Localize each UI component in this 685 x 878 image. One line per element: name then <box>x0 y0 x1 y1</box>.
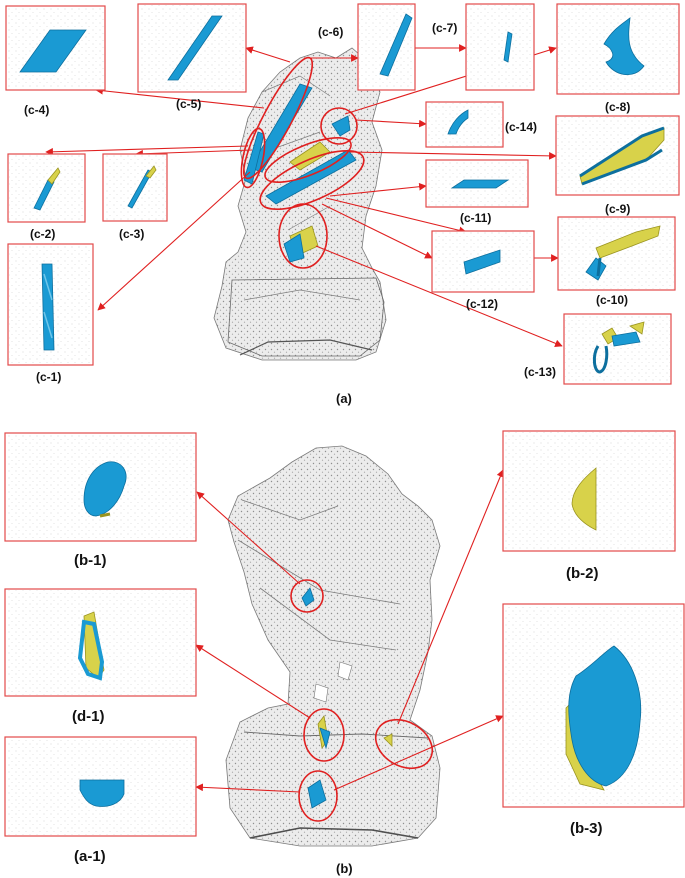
inset-a1 <box>4 736 197 837</box>
inset-c12 <box>431 230 535 293</box>
fracture-b2-on-model <box>383 733 393 747</box>
label-c5: (c-5) <box>176 97 201 111</box>
label-c11: (c-11) <box>460 211 491 225</box>
label-c7: (c-7) <box>432 21 457 35</box>
label-c4: (c-4) <box>24 103 49 117</box>
inset-c11 <box>425 159 529 208</box>
highlight-ellipse-d1 <box>303 708 345 762</box>
label-c8: (c-8) <box>605 100 630 114</box>
label-c3: (c-3) <box>119 227 144 241</box>
highlight-ellipse-a1 <box>298 770 338 822</box>
label-b2: (b-2) <box>566 565 599 582</box>
inset-b1 <box>4 432 197 542</box>
inset-c1 <box>7 243 94 366</box>
panel-a: (c-4) (c-5) (c-6) (c-7) (c-8) (c-14) (c-… <box>5 3 680 406</box>
label-a1: (a-1) <box>74 848 106 865</box>
rock-model-b <box>225 445 441 847</box>
fracture-d1-blue-on-model <box>319 727 331 750</box>
highlight-ellipse-c9 <box>264 137 352 183</box>
panel-b: (b-1) (b-2) (d-1) (b-3) (a-1) (b) <box>4 430 685 876</box>
label-c1: (c-1) <box>36 370 61 384</box>
highlight-ellipse-c11 <box>259 150 365 210</box>
inset-c9 <box>555 115 680 196</box>
inset-c10 <box>557 216 676 291</box>
highlight-ellipse-c13 <box>278 203 328 269</box>
highlight-ellipse-c1 <box>240 127 266 189</box>
inset-c14 <box>425 101 504 148</box>
label-b3: (b-3) <box>570 820 603 837</box>
inset-d1 <box>4 588 197 697</box>
label-c6: (c-6) <box>318 25 343 39</box>
label-d1: (d-1) <box>72 708 105 725</box>
highlight-ellipse-c14 <box>320 107 358 145</box>
inset-b2 <box>502 430 676 552</box>
inset-c4 <box>5 5 106 91</box>
inset-c6 <box>357 3 416 91</box>
inset-b3 <box>502 603 685 808</box>
caption-b: (b) <box>336 861 353 876</box>
inset-c8 <box>556 3 680 95</box>
label-c14: (c-14) <box>505 120 537 134</box>
fracture-a1-on-model <box>307 779 327 809</box>
inset-c5 <box>137 3 247 93</box>
callout-arrows-a <box>45 44 563 347</box>
label-c12: (c-12) <box>466 297 498 311</box>
inset-c13 <box>563 313 672 385</box>
highlight-ellipse-b1 <box>290 579 324 613</box>
label-c13: (c-13) <box>524 365 556 379</box>
inset-c2 <box>7 153 86 223</box>
inset-c3 <box>102 153 168 222</box>
label-c10: (c-10) <box>596 293 628 307</box>
label-b1: (b-1) <box>74 552 107 569</box>
fracture-b1-on-model <box>301 587 315 607</box>
label-c2: (c-2) <box>30 227 55 241</box>
inset-c7 <box>465 3 535 91</box>
label-c9: (c-9) <box>605 202 630 216</box>
caption-a: (a) <box>336 391 352 406</box>
callout-arrows-b <box>195 469 504 793</box>
highlight-ellipse-b2 <box>374 718 434 770</box>
